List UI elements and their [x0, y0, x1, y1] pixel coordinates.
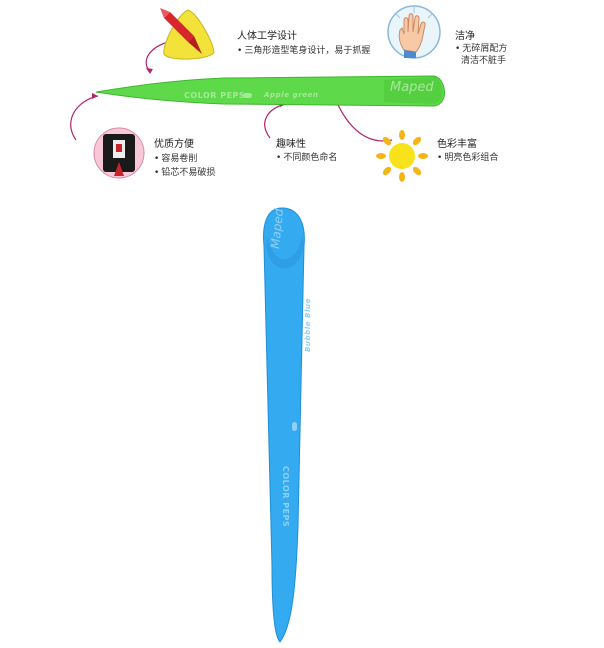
feature-clean-line-2: 清洁不脏手 — [461, 56, 507, 66]
feature-colorful-title: 色彩丰富 — [437, 139, 477, 150]
quality-icon-wrap — [92, 126, 146, 180]
blue-crayon-brand: COLOR PEPS — [281, 466, 290, 528]
ergonomic-icon-wrap — [158, 6, 218, 64]
callout-line-fun — [264, 103, 287, 139]
blue-crayon-dot-icon — [292, 422, 297, 431]
bullet: • — [237, 46, 243, 56]
blue-crayon — [263, 207, 305, 643]
blue-crayon-color-name: Bubble Blue — [304, 298, 312, 352]
hand-icon — [387, 5, 441, 59]
feature-ergonomic-line-1: •三角形造型笔身设计，易于抓握 — [237, 46, 371, 56]
feature-ergonomic-title: 人体工学设计 — [237, 31, 297, 42]
feature-clean-title: 洁净 — [455, 31, 475, 42]
green-crayon-logo: Maped — [390, 80, 434, 95]
green-crayon — [95, 75, 445, 107]
sharpener-icon — [93, 127, 145, 179]
feature-quality-line-2: •铅芯不易破损 — [154, 168, 216, 178]
bullet: • — [455, 44, 461, 54]
green-crayon-dot-icon — [243, 93, 252, 98]
triangle-grip-icon — [160, 8, 215, 60]
feature-fun-line-1: •不同颜色命名 — [276, 153, 338, 163]
feature-quality-line-1: •容易卷削 — [154, 154, 198, 164]
sun-icon — [376, 130, 428, 182]
bullet: • — [154, 154, 160, 164]
bullet: • — [437, 153, 443, 163]
clean-icon-wrap — [386, 4, 442, 60]
colorful-icon-wrap — [376, 130, 428, 182]
feature-fun-title: 趣味性 — [276, 139, 306, 150]
bullet: • — [276, 153, 282, 163]
green-crayon-color-name: Apple green — [264, 91, 319, 99]
feature-clean-line-1: •无碎屑配方 — [455, 44, 508, 54]
feature-quality-title: 优质方便 — [154, 139, 194, 150]
bullet: • — [154, 168, 160, 178]
feature-colorful-line-1: •明亮色彩组合 — [437, 153, 499, 163]
green-crayon-brand: COLOR PEPS — [184, 91, 246, 100]
